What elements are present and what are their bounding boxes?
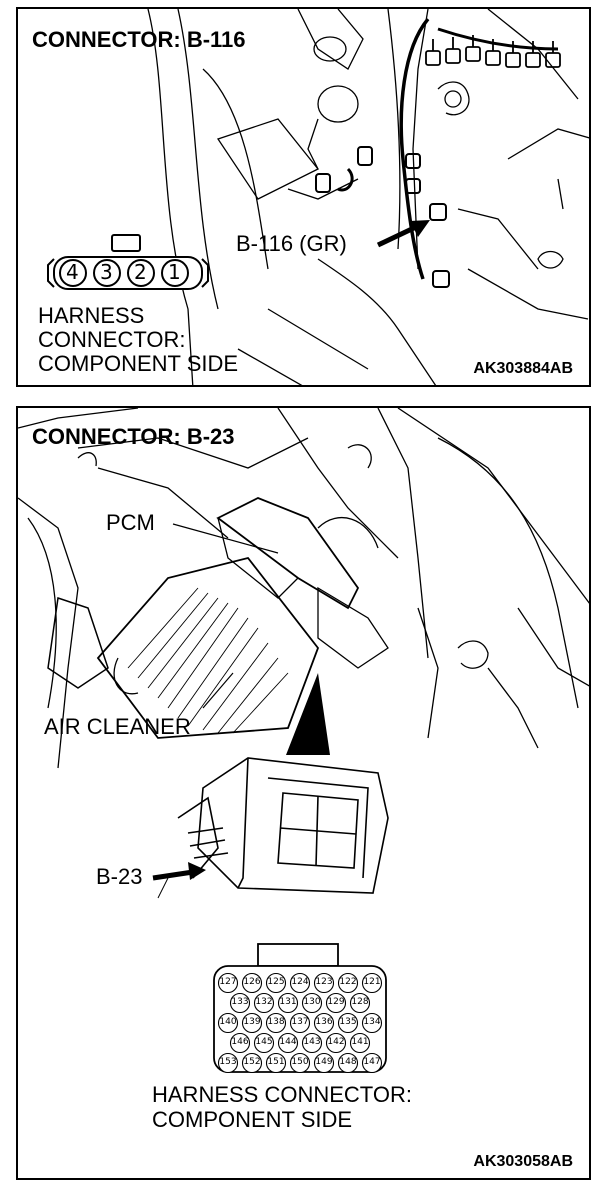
pin-number: 129 bbox=[327, 997, 345, 1007]
pin-cavity bbox=[265, 1012, 287, 1034]
pin-number: 143 bbox=[303, 1037, 321, 1047]
b116-connector-face bbox=[47, 234, 209, 290]
pin-number: 146 bbox=[231, 1037, 249, 1047]
b23-callout-label: B-23 bbox=[96, 864, 143, 889]
pin-number: 149 bbox=[315, 1057, 333, 1067]
pin-number: 121 bbox=[363, 977, 381, 987]
pin-label: 1 bbox=[168, 260, 181, 284]
pin-cavity bbox=[361, 972, 383, 994]
pin-number: 133 bbox=[231, 997, 249, 1007]
pin-number: 151 bbox=[267, 1057, 285, 1067]
pin-number: 126 bbox=[243, 977, 261, 987]
pin-label: 2 bbox=[134, 260, 147, 284]
pin-number: 134 bbox=[363, 1017, 381, 1027]
pin-number: 153 bbox=[219, 1057, 237, 1067]
air-cleaner-label: AIR CLEANER bbox=[44, 714, 191, 739]
pin-cavity bbox=[241, 1012, 263, 1034]
connector-b23-panel: CONNECTOR: B-23 PCM AIR CLEANER B-23 127… bbox=[16, 406, 591, 1180]
pin-cavity bbox=[301, 992, 323, 1014]
pin-cavity bbox=[349, 1032, 371, 1054]
pin-number: 141 bbox=[351, 1037, 369, 1047]
pin-number: 131 bbox=[279, 997, 297, 1007]
pin-number: 152 bbox=[243, 1057, 261, 1067]
pin-number: 135 bbox=[339, 1017, 357, 1027]
pin-cavity bbox=[361, 1052, 383, 1074]
pin-number: 145 bbox=[255, 1037, 273, 1047]
pin-number: 122 bbox=[339, 977, 357, 987]
pin-number: 123 bbox=[315, 977, 333, 987]
pin-cavity bbox=[229, 992, 251, 1014]
pin-cavity bbox=[289, 972, 311, 994]
pcm-label: PCM bbox=[106, 510, 155, 535]
pin-number: 137 bbox=[291, 1017, 309, 1027]
pin-cavity bbox=[289, 1052, 311, 1074]
caption-line: COMPONENT SIDE bbox=[38, 351, 239, 376]
caption-line: HARNESS bbox=[38, 303, 145, 328]
pin-number: 142 bbox=[327, 1037, 345, 1047]
engine-bay-illustration-b116 bbox=[47, 9, 589, 385]
panel-title: CONNECTOR: B-116 bbox=[32, 27, 246, 52]
figure-code: AK303884AB bbox=[473, 360, 573, 377]
pin-number: 148 bbox=[339, 1057, 357, 1067]
pin-cavity bbox=[313, 1052, 335, 1074]
pin-cavity bbox=[337, 1012, 359, 1034]
pin-number: 136 bbox=[315, 1017, 333, 1027]
engine-bay-illustration-b23 bbox=[18, 408, 589, 1074]
pin-cavity bbox=[217, 1052, 239, 1074]
pin-number: 128 bbox=[351, 997, 369, 1007]
pin-number: 140 bbox=[219, 1017, 237, 1027]
pin-cavity bbox=[325, 992, 347, 1014]
pin-cavity bbox=[337, 1052, 359, 1074]
pin-cavity bbox=[253, 992, 275, 1014]
b116-callout-label: B-116 (GR) bbox=[236, 231, 347, 256]
panel-title: CONNECTOR: B-23 bbox=[32, 424, 235, 449]
pin-number: 124 bbox=[291, 977, 309, 987]
pin-cavity bbox=[217, 972, 239, 994]
pin-cavity bbox=[217, 1012, 239, 1034]
pin-cavity bbox=[277, 992, 299, 1014]
pin-cavity bbox=[325, 1032, 347, 1054]
caption-line: HARNESS CONNECTOR: bbox=[152, 1082, 412, 1107]
caption-line: COMPONENT SIDE bbox=[152, 1107, 353, 1132]
pin-cavity bbox=[265, 1052, 287, 1074]
figure-code: AK303058AB bbox=[473, 1153, 573, 1170]
pin-cavity bbox=[361, 1012, 383, 1034]
connector-b116-panel: CONNECTOR: B-116 B-116 (GR) 4 3 2 1 HARN… bbox=[16, 7, 591, 387]
pin-cavity bbox=[241, 972, 263, 994]
pin-number: 125 bbox=[267, 977, 285, 987]
pin-label: 3 bbox=[100, 260, 113, 284]
b23-pin-grid bbox=[217, 972, 383, 1074]
pin-number: 127 bbox=[219, 977, 237, 987]
pin-cavity bbox=[289, 1012, 311, 1034]
caption-line: CONNECTOR: bbox=[38, 327, 186, 352]
pin-cavity bbox=[313, 1012, 335, 1034]
pcm-closeup bbox=[157, 757, 389, 899]
pin-cavity bbox=[337, 972, 359, 994]
pin-cavity bbox=[229, 1032, 251, 1054]
pin-cavity bbox=[349, 992, 371, 1014]
pin-number: 132 bbox=[255, 997, 273, 1007]
pin-number: 147 bbox=[363, 1057, 381, 1067]
pin-cavity bbox=[265, 972, 287, 994]
pin-cavity bbox=[277, 1032, 299, 1054]
pin-number: 144 bbox=[279, 1037, 297, 1047]
pin-number: 138 bbox=[267, 1017, 285, 1027]
pin-cavity bbox=[313, 972, 335, 994]
pin-label: 4 bbox=[66, 260, 79, 284]
pin-cavity bbox=[253, 1032, 275, 1054]
pin-number: 130 bbox=[303, 997, 321, 1007]
pin-cavity bbox=[241, 1052, 263, 1074]
pin-number: 139 bbox=[243, 1017, 261, 1027]
pin-number: 150 bbox=[291, 1057, 309, 1067]
pin-cavity bbox=[301, 1032, 323, 1054]
